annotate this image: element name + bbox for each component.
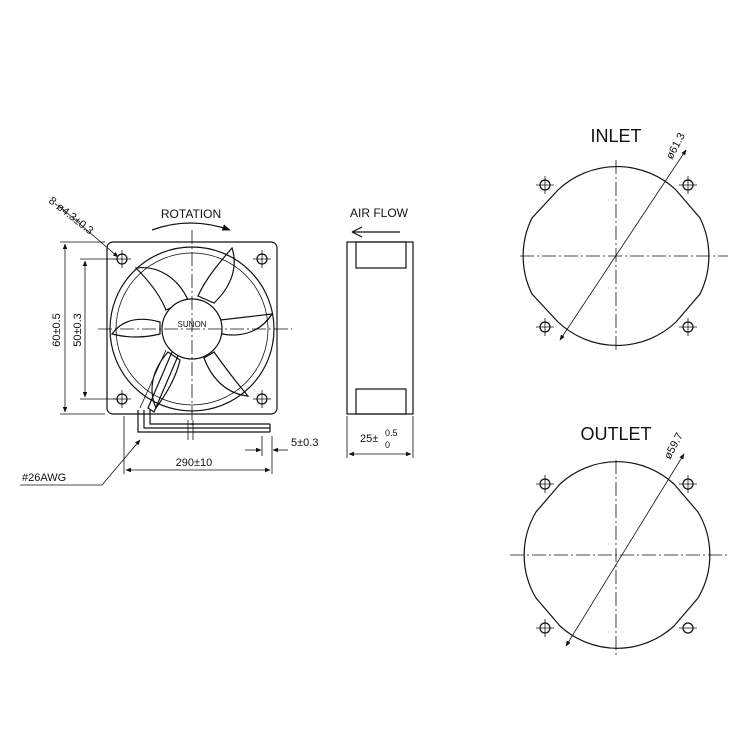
outlet-view: OUTLET ø59.7 — [510, 424, 728, 658]
inlet-diameter: ø61.3 — [664, 131, 688, 161]
dim-depth-tol-lower: 0 — [385, 440, 390, 450]
front-view: SUNON 60±0.5 50±0.3 8-ø4.3±0.3 ROTATION — [20, 195, 318, 486]
dim-strip-length: 5±0.3 — [291, 437, 318, 449]
rotation-label: ROTATION — [161, 207, 221, 221]
dim-height-hole: 50±0.3 — [72, 313, 84, 347]
inlet-title: INLET — [590, 126, 641, 146]
wire-strut — [147, 351, 179, 413]
dim-height-outer: 60±0.5 — [51, 313, 63, 347]
airflow-arrow — [351, 226, 400, 238]
wire-gauge-label: #26AWG — [22, 472, 66, 484]
side-view: AIR FLOW 25± 0.5 0 — [346, 206, 414, 458]
dim-depth: 25± — [360, 433, 378, 445]
dim-lead-length: 290±10 — [176, 457, 213, 469]
lead-wires — [137, 410, 271, 440]
airflow-label: AIR FLOW — [350, 206, 409, 220]
outlet-holes — [536, 475, 697, 637]
dim-depth-tol-upper: 0.5 — [385, 428, 398, 438]
inlet-view: INLET ø61.3 — [520, 126, 728, 352]
mounting-holes — [113, 250, 271, 408]
outlet-title: OUTLET — [580, 424, 651, 444]
dim-hole-callout: 8-ø4.3±0.3 — [46, 195, 95, 237]
